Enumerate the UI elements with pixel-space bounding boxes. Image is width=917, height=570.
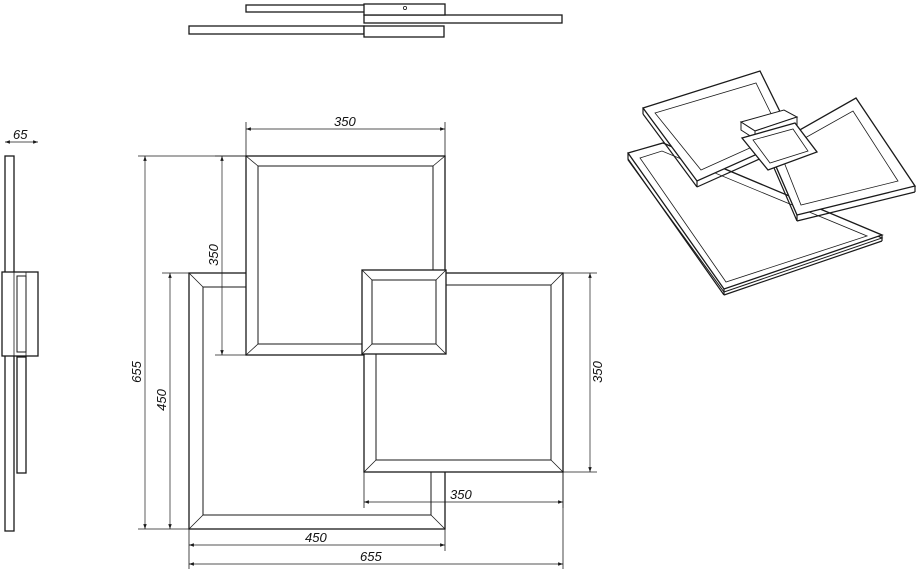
dim-total-height: 655 xyxy=(129,360,144,382)
dim-total-width: 655 xyxy=(360,549,382,564)
dim-lower-height: 450 xyxy=(154,388,169,410)
dim-side-depth: 65 xyxy=(13,127,28,142)
iso-center-box xyxy=(739,109,819,171)
dim-lower-width: 450 xyxy=(305,530,327,545)
top-view xyxy=(188,3,563,38)
dim-right-width: 350 xyxy=(450,487,472,502)
side-view: 65 xyxy=(1,127,39,532)
center-mount-box xyxy=(361,269,447,355)
dim-right-height: 350 xyxy=(590,360,605,382)
isometric-view xyxy=(626,70,917,296)
dim-upper-height: 350 xyxy=(206,243,221,265)
dim-upper-width: 350 xyxy=(334,114,356,129)
front-view: 350 350 655 450 350 350 450 655 xyxy=(129,114,605,569)
